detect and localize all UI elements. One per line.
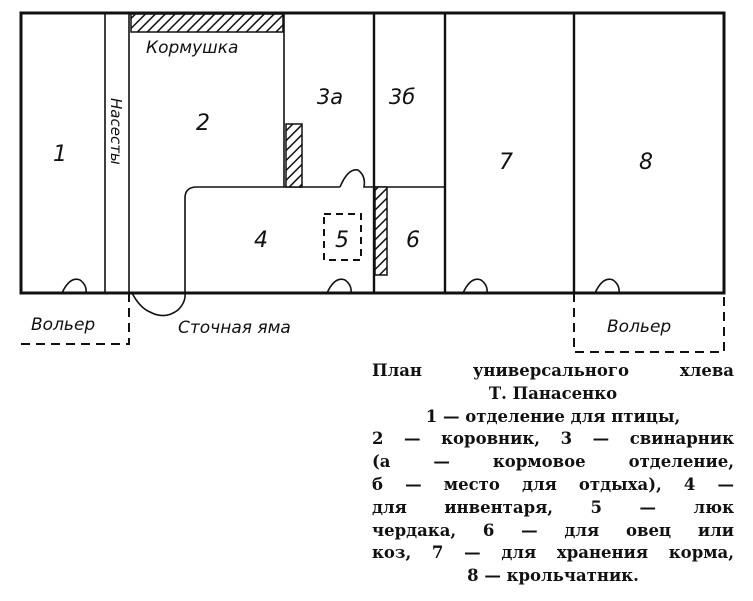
door-3 [326, 278, 352, 294]
enclosure-right-label: Вольер [607, 317, 671, 337]
sewage-pit-outline [131, 292, 186, 317]
caption-title-line-1: План универсального хлева [372, 361, 734, 380]
door-4-3a [339, 169, 374, 188]
door-1 [61, 278, 87, 294]
legend-line-3: (а — кормовое отделение, [372, 452, 734, 472]
legend-line-7: коз, 7 — для хранения корма, [372, 543, 734, 563]
enclosure-left-label: Вольер [31, 315, 95, 335]
hatch-4-6 [374, 186, 388, 276]
room-label-3b: 3б [389, 85, 415, 109]
room-label-6: 6 [406, 228, 420, 253]
outer-wall [19, 11, 726, 295]
door-7 [462, 278, 488, 294]
room-label-3a: 3а [317, 85, 343, 109]
sewage-pit-label: Сточная яма [178, 318, 291, 338]
legend-line-4: б — место для отдыха), 4 — [372, 474, 734, 494]
room-label-1: 1 [53, 142, 67, 167]
caption: План универсального хлева Т. Панасенко 1… [372, 360, 734, 588]
legend-line-5: для инвентаря, 5 — люк [372, 497, 734, 517]
door-8 [594, 278, 620, 294]
feeder-hatch [130, 13, 284, 33]
room-label-7: 7 [499, 150, 513, 175]
legend-line-6: чердака, 6 — для овец или [372, 520, 734, 540]
feeder-label: Кормушка [146, 38, 238, 58]
room-label-5: 5 [335, 228, 349, 253]
room-label-8: 8 [639, 150, 653, 175]
caption-title: План универсального хлева Т. Панасенко [372, 360, 734, 406]
legend-line-8: 8 — крольчатник. [467, 566, 639, 586]
caption-legend: 1 — отделение для птицы, 2 — коровник, 3… [372, 406, 734, 588]
room-label-2: 2 [196, 111, 210, 136]
hatch-2-3a [285, 123, 303, 188]
room-label-4: 4 [254, 228, 268, 253]
legend-line-2: 2 — коровник, 3 — свинарник [372, 429, 734, 449]
caption-title-line-2: Т. Панасенко [488, 383, 618, 403]
attic-hatch [323, 213, 362, 261]
legend-line-1: 1 — отделение для птицы, [425, 406, 681, 426]
perches-label: Насесты [107, 98, 125, 165]
enclosure-left-outline [21, 293, 130, 345]
room-4-boundary [184, 186, 340, 293]
